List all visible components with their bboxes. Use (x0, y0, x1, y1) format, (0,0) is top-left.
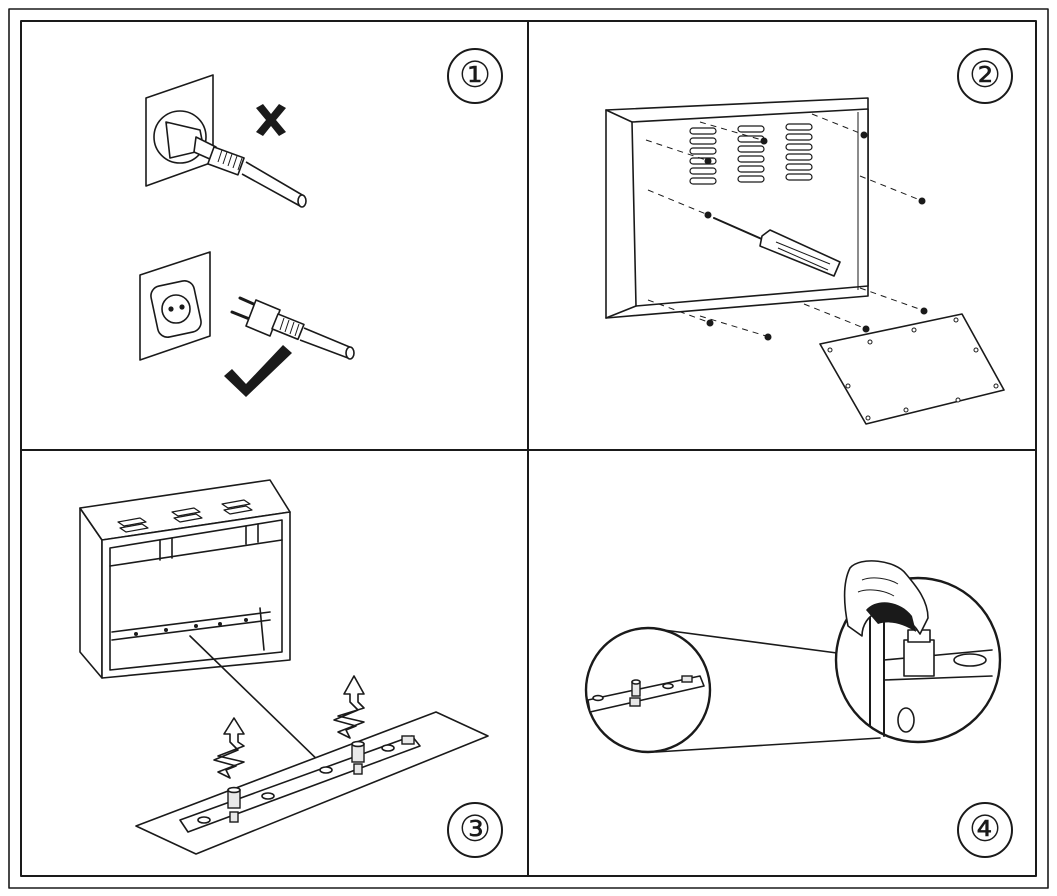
detail-circle-hand (834, 560, 1002, 744)
step-number-4: ④ (957, 802, 1013, 858)
step-number-1: ① (447, 48, 503, 104)
screwdriver-icon (713, 217, 841, 277)
wall-socket-plugged (145, 74, 307, 208)
top-vents (117, 499, 253, 533)
panel-4-attach-bracket (584, 560, 1002, 754)
detail-circle-bracket (584, 626, 712, 754)
panel-3-remove-bracket (79, 479, 489, 855)
wall-socket-unplugged (139, 251, 355, 361)
vent-slots (689, 123, 813, 185)
up-arrow-icon (213, 675, 365, 779)
heater-box-back (605, 97, 928, 341)
heater-box-front (79, 479, 291, 679)
panel-2-remove-back-panel (605, 97, 1005, 425)
screws (704, 131, 928, 341)
check-mark-icon (224, 345, 292, 397)
back-panel-plate (819, 313, 1005, 425)
panel-1-unplug (139, 74, 355, 397)
cross-mark-icon (256, 104, 286, 136)
panel-frame (8, 8, 1049, 889)
step-number-2: ② (957, 48, 1013, 104)
step-number-3: ③ (447, 802, 503, 858)
screw-paths (645, 113, 923, 337)
mounting-bracket (179, 735, 421, 833)
leader-line (189, 635, 327, 769)
